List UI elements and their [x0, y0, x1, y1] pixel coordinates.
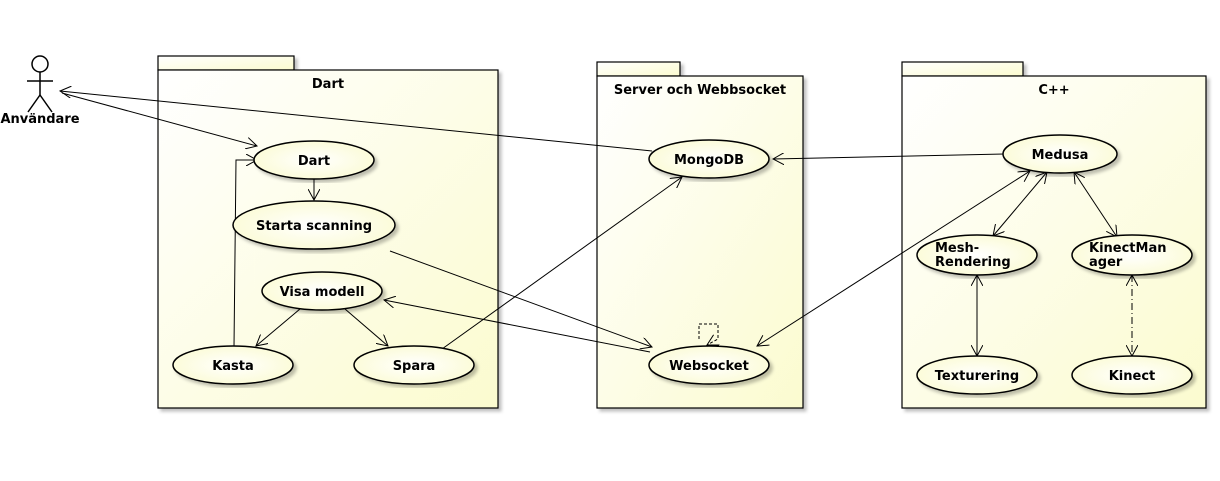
usecase-kinect-label: Kinect — [1109, 369, 1156, 384]
usecase-spara-label: Spara — [393, 359, 436, 374]
edge-visa-spara — [344, 308, 388, 346]
usecase-visa-modell[interactable] — [261, 271, 383, 311]
edge-websocket-medusa — [757, 171, 1030, 346]
usecase-texturering[interactable] — [916, 355, 1038, 395]
usecase-websocket-label: Websocket — [669, 359, 749, 374]
edge-starta-websocket — [389, 250, 652, 347]
usecase-kinectmanager[interactable] — [1071, 234, 1193, 276]
connectors — [60, 91, 1132, 356]
edge-actor-dart — [61, 92, 257, 146]
usecase-dart[interactable] — [253, 140, 375, 180]
usecase-mesh-rendering[interactable] — [916, 234, 1038, 276]
usecase-websocket[interactable] — [648, 345, 770, 385]
edge-websocket-visa — [384, 300, 651, 353]
usecase-mongodb-label: MongoDB — [674, 153, 744, 168]
package-cpp-title: C++ — [1038, 83, 1069, 98]
edge-medusa-mesh — [993, 172, 1047, 236]
usecase-dart-label: Dart — [298, 154, 330, 169]
edge-kasta-dart — [233, 160, 257, 348]
usecase-mesh-rendering-label-1: Mesh- — [935, 241, 979, 256]
usecase-starta-scanning-label: Starta scanning — [256, 219, 372, 234]
actor-icon — [27, 55, 53, 113]
edge-websocket-self — [698, 323, 718, 345]
usecase-spara[interactable] — [353, 345, 475, 385]
usecase-mesh-rendering-label-2: Rendering — [935, 255, 1011, 270]
usecase-kinectmanager-label-2: ager — [1089, 255, 1123, 270]
usecase-kinectmanager-label-1: KinectMan — [1089, 241, 1167, 256]
usecase-kinect[interactable] — [1071, 355, 1193, 395]
edge-medusa-mongodb — [773, 154, 1005, 159]
package-dart-title: Dart — [312, 77, 344, 92]
actor-label: Användare — [0, 112, 79, 127]
edge-medusa-kinectmanager — [1074, 172, 1117, 237]
edge-spara-mongodb — [441, 177, 682, 350]
usecase-medusa[interactable] — [1002, 134, 1118, 174]
usecase-visa-modell-label: Visa modell — [280, 285, 365, 300]
edge-mongodb-actor — [60, 91, 653, 152]
package-cpp — [901, 61, 1207, 409]
usecase-texturering-label: Texturering — [935, 369, 1019, 384]
usecase-mongodb[interactable] — [648, 139, 770, 179]
usecase-kasta[interactable] — [172, 345, 294, 385]
package-server-title: Server och Webbsocket — [614, 83, 786, 98]
usecase-starta-scanning[interactable] — [232, 200, 396, 250]
edge-visa-kasta — [256, 308, 301, 346]
usecase-medusa-label: Medusa — [1032, 148, 1089, 163]
usecase-kasta-label: Kasta — [212, 359, 254, 374]
